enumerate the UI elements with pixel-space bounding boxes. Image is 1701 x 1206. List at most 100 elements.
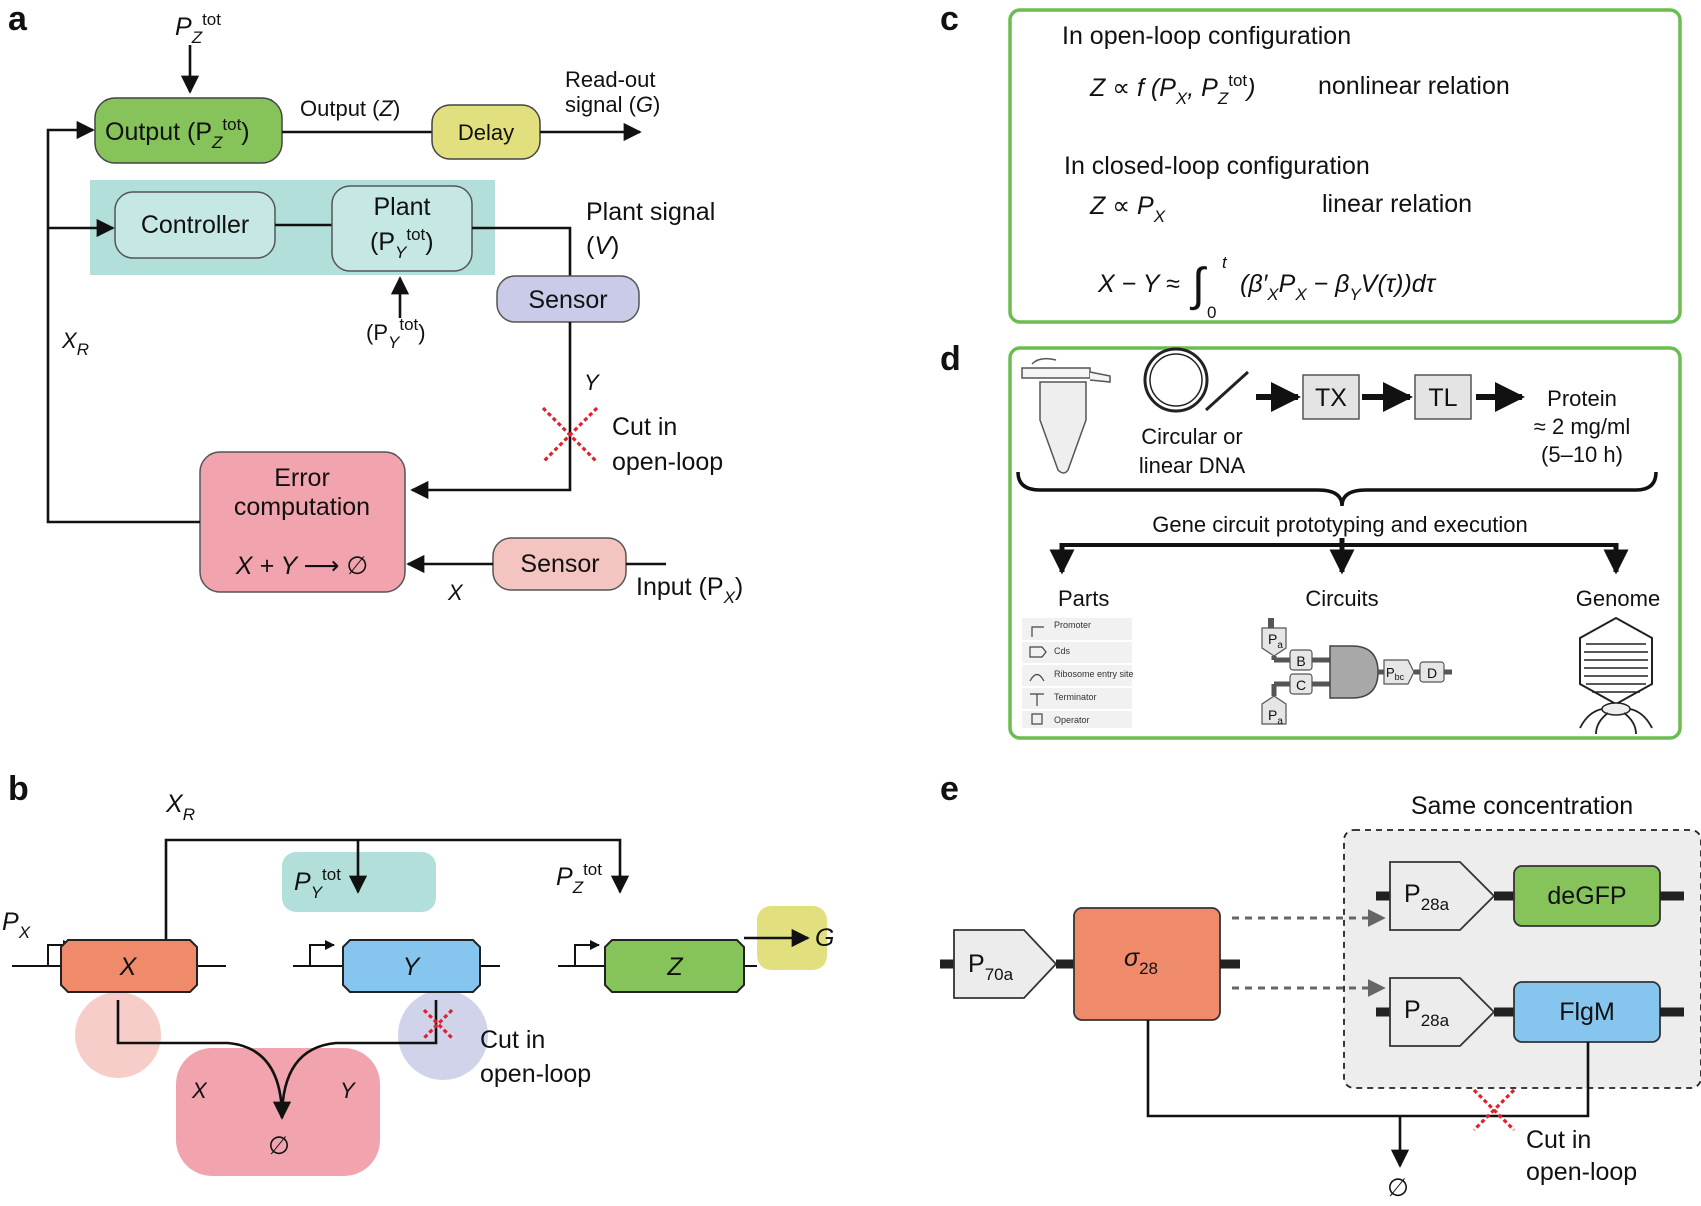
x-path-label: X: [191, 1078, 208, 1103]
error-reaction: X + Y ⟶ ∅: [235, 552, 368, 580]
output-z-label: Output (Z): [300, 96, 400, 121]
cut-mark-a: [541, 406, 599, 464]
pa-top-label: Pa: [1268, 631, 1283, 651]
pa-bottom-label: Pa: [1268, 707, 1283, 727]
input-label: Input (PX): [636, 573, 743, 607]
xr-label-b: XR: [165, 790, 195, 824]
x-label-a: X: [447, 580, 464, 605]
open-loop-equation: Z ∝ f (PX, PZtot): [1089, 71, 1255, 108]
legend-item: Cds: [1054, 646, 1071, 656]
panel-letter-b: b: [8, 770, 29, 808]
terminator-icon: [1030, 693, 1044, 706]
nonlinear-relation: nonlinear relation: [1318, 72, 1510, 100]
promoter-pa-top: [1261, 627, 1287, 657]
sensor-bottom-label: Sensor: [520, 550, 599, 578]
genome-label: Genome: [1576, 586, 1660, 611]
degfp-label: deGFP: [1547, 882, 1626, 910]
xr-feedback-wire: [46, 120, 200, 524]
panel-letter-c: c: [940, 0, 959, 38]
cut-b-line1: Cut in: [480, 1026, 545, 1054]
gene-y-label: Y: [403, 953, 422, 981]
panel-e: e Same concentration P70a σ28 P28a deGFP…: [940, 770, 1701, 1202]
gene-z-label: Z: [666, 953, 683, 981]
tube-icon: [1021, 357, 1111, 474]
phage-genome-icon: [1579, 616, 1653, 735]
px-label: PX: [2, 908, 31, 942]
plant-label-line1: Plant: [374, 193, 431, 221]
xr-label-a: XR: [61, 328, 89, 359]
p70a-promoter: [953, 929, 1058, 999]
linear-dna-icon: [1204, 370, 1250, 412]
cut-a-line1: Cut in: [612, 413, 677, 441]
output-box: [94, 97, 283, 164]
p28a-promoter-1: [1389, 861, 1496, 931]
part-d-label: D: [1427, 665, 1437, 681]
tl-label: TL: [1428, 384, 1457, 412]
circuit-illustration: Pa B C Pa Pbc D: [1261, 618, 1452, 727]
tl-box: [1414, 374, 1472, 420]
protein-line1: Protein: [1547, 386, 1617, 411]
g-label: G: [815, 924, 834, 952]
controller-label: Controller: [141, 211, 249, 239]
integral-body: (β′XPX − βYV(τ))dτ: [1240, 270, 1437, 304]
flgm-label: FlgM: [1559, 998, 1615, 1026]
p70a-label: P70a: [968, 950, 1014, 984]
same-concentration-label: Same concentration: [1411, 792, 1633, 820]
panel-a: a PZtot Output (PZtot) Output (Z) Delay …: [8, 0, 743, 607]
p28a-promoter-2: [1389, 977, 1496, 1047]
y-degradation-path: [280, 1000, 438, 1119]
xr-bracket-wire: [164, 838, 630, 940]
y-feedback-wire: [410, 322, 572, 500]
closed-loop-equation: Z ∝ PX: [1089, 192, 1166, 226]
cut-b-line2: open-loop: [480, 1060, 591, 1088]
legend-item: Operator: [1054, 715, 1090, 725]
panel-c-border: [1008, 8, 1682, 324]
integral-lower: 0: [1207, 303, 1216, 322]
circuits-label: Circuits: [1305, 586, 1378, 611]
integral-sign: ∫: [1189, 258, 1207, 311]
cut-mark-e: [1472, 1088, 1516, 1132]
circular-dna-icon: [1143, 347, 1209, 413]
plant-signal-wire: [472, 226, 572, 278]
legend-item: Terminator: [1054, 692, 1097, 702]
p28a-label-1: P28a: [1404, 880, 1450, 914]
protein-line3: (5–10 h): [1541, 442, 1623, 467]
dna-line1: Circular or: [1141, 424, 1242, 449]
dna-line2: linear DNA: [1139, 453, 1246, 478]
readout-line1: Read-out: [565, 67, 656, 92]
plant-signal-label: Plant signal: [586, 198, 715, 226]
empty-set-e: ∅: [1387, 1174, 1409, 1202]
panel-c: c In open-loop configuration Z ∝ f (PX, …: [940, 0, 1682, 324]
panel-b: b XR PX PYtot PZtot X Y Z G: [2, 770, 834, 1176]
closed-loop-title: In closed-loop configuration: [1064, 152, 1370, 180]
tx-box: [1302, 374, 1360, 420]
linear-relation: linear relation: [1322, 190, 1472, 218]
parts-legend: Promoter Cds Ribosome entry site Termina…: [1022, 618, 1134, 728]
pz-label: PZtot: [556, 860, 602, 897]
py-label: PYtot: [294, 865, 341, 902]
gene-x-cds: [60, 939, 198, 993]
gene-x-label: X: [119, 953, 138, 981]
promoter-pa-bottom: [1261, 695, 1287, 725]
plant-label-line2: (PYtot): [370, 225, 434, 262]
cut-a-line2: open-loop: [612, 448, 723, 476]
delay-label: Delay: [458, 120, 514, 145]
ribosome-site-icon: [1029, 673, 1045, 682]
error-label-line2: computation: [234, 493, 370, 521]
parts-label: Parts: [1058, 586, 1109, 611]
y-degradation-circle: [398, 990, 488, 1080]
empty-set-b: ∅: [268, 1132, 290, 1160]
readout-line2: signal (G): [565, 92, 660, 117]
gene-z-promoter: [574, 940, 600, 966]
integral-upper: t: [1222, 253, 1228, 272]
part-c-label: C: [1296, 677, 1306, 693]
panel-d: d Circular or linear DNA TX TL Protein ≈…: [940, 340, 1682, 740]
tx-label: TX: [1315, 384, 1347, 412]
x-degradation-path: [116, 1000, 292, 1120]
pbc-label: Pbc: [1386, 665, 1405, 682]
output-box-label: Output (PZtot): [105, 115, 250, 152]
promoter-pbc: [1383, 659, 1415, 685]
protein-line2: ≈ 2 mg/ml: [1534, 414, 1630, 439]
pz-tot-top-label: PZtot: [175, 10, 221, 47]
